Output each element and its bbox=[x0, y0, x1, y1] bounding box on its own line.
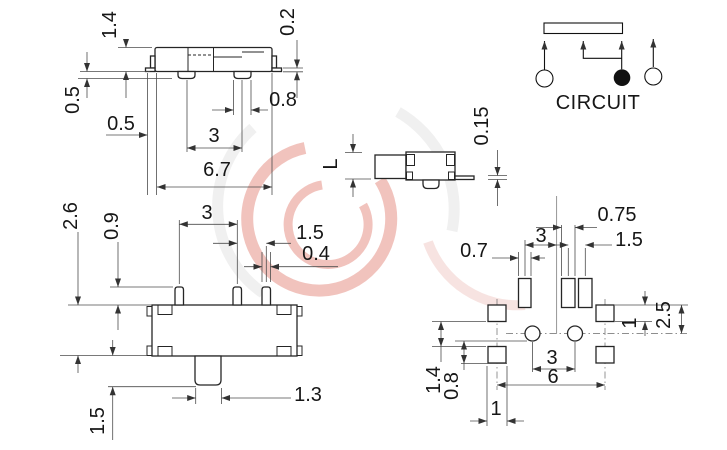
dim-pad-pitch: 3 bbox=[535, 225, 546, 247]
dim-hole-pitch: 3 bbox=[546, 347, 557, 369]
dim-flange-thickness: 0.2 bbox=[277, 8, 299, 36]
end-terminal-bump bbox=[422, 179, 440, 190]
side-view-part bbox=[144, 46, 283, 80]
end-flange-foot bbox=[454, 175, 475, 181]
dim-pad-width-a: 0.7 bbox=[460, 240, 488, 262]
top-body bbox=[151, 304, 298, 357]
pad-corner-bl bbox=[487, 345, 507, 364]
top-view-extensions bbox=[60, 220, 271, 404]
right-flange-tab bbox=[271, 55, 278, 69]
dim-standoff: 0.15 bbox=[471, 107, 493, 146]
end-view-part bbox=[374, 151, 475, 190]
dim-hole-to-pad: 0.8 bbox=[441, 372, 463, 400]
pad-a bbox=[517, 277, 532, 309]
dim-pin-pitch-2: 1.5 bbox=[296, 222, 324, 244]
circuit-terminal-open-left bbox=[535, 69, 554, 88]
pad-c bbox=[577, 277, 593, 309]
pin-1 bbox=[174, 286, 185, 306]
dim-pad-span-v: 2.5 bbox=[653, 301, 675, 329]
dim-terminal-height: 0.5 bbox=[62, 86, 84, 114]
circuit-slider-bar bbox=[543, 22, 624, 35]
dim-pad-gap: 1.4 bbox=[423, 366, 445, 394]
circuit-terminal-open-right bbox=[644, 67, 663, 86]
left-flange-foot bbox=[144, 67, 156, 73]
circuit-diagram: CIRCUIT bbox=[535, 22, 663, 114]
dim-pad-height: 1 bbox=[619, 317, 641, 328]
side-view-extensions bbox=[78, 47, 303, 195]
dim-body-depth: 2.6 bbox=[60, 202, 82, 230]
end-view-dimension-lines bbox=[350, 134, 501, 206]
slider-knob bbox=[194, 355, 222, 386]
side-view: 1.4 0.2 0.5 0.5 0.8 3 6.7 bbox=[62, 8, 303, 195]
top-view-dimension-lines bbox=[75, 221, 338, 440]
dim-overall-width: 6.7 bbox=[203, 159, 231, 181]
dim-pad-width-b: 0.75 bbox=[598, 204, 637, 226]
locating-hole-left bbox=[524, 325, 541, 342]
top-view-part bbox=[146, 286, 303, 386]
dim-pad-width-corner: 1 bbox=[490, 398, 501, 420]
pad-b bbox=[560, 277, 576, 309]
dim-pad-span-h: 6 bbox=[547, 366, 558, 388]
circuit-terminal-filled bbox=[613, 69, 631, 86]
dim-pad-pitch-2: 1.5 bbox=[615, 229, 643, 251]
left-flange-tab bbox=[149, 55, 156, 69]
dim-pin-width: 0.4 bbox=[302, 243, 330, 265]
pad-corner-tr bbox=[595, 304, 615, 323]
pad-corner-br bbox=[595, 345, 615, 364]
dim-pin-pitch: 3 bbox=[201, 202, 212, 224]
side-view-dimension-lines bbox=[84, 39, 300, 190]
dim-pin-length: 0.9 bbox=[101, 212, 123, 240]
dim-terminal-width: 0.8 bbox=[269, 89, 297, 111]
dim-flange-offset: 0.5 bbox=[107, 113, 135, 135]
watermark-logo bbox=[212, 107, 526, 311]
locating-hole-right bbox=[566, 325, 584, 342]
dim-knob-length: 1.5 bbox=[87, 407, 109, 435]
end-view: L 0.15 bbox=[320, 107, 507, 206]
dim-knob-width: 1.3 bbox=[294, 384, 322, 406]
pin-2 bbox=[232, 286, 243, 306]
circuit-title: CIRCUIT bbox=[556, 92, 641, 114]
pad-corner-tl bbox=[487, 304, 507, 323]
dim-body-height: 1.4 bbox=[99, 11, 121, 39]
dim-terminal-pitch: 3 bbox=[208, 125, 219, 147]
pcb-dimension-lines bbox=[438, 224, 685, 424]
lever-knob bbox=[374, 154, 407, 180]
top-view: 2.6 0.9 3 1.5 0.4 1.3 1.5 bbox=[60, 202, 338, 440]
dim-lever-height: L bbox=[320, 158, 342, 169]
pcb-view: 0.75 1.5 3 0.7 2.5 1 3 6 1.4 0.8 1 bbox=[423, 196, 688, 426]
pcb-extensions bbox=[432, 225, 688, 426]
pcb-pads bbox=[487, 277, 615, 364]
right-flange-foot bbox=[271, 67, 283, 73]
pin-3 bbox=[261, 286, 272, 306]
terminal-bump-left bbox=[177, 70, 196, 80]
terminal-bump-right bbox=[233, 70, 252, 80]
